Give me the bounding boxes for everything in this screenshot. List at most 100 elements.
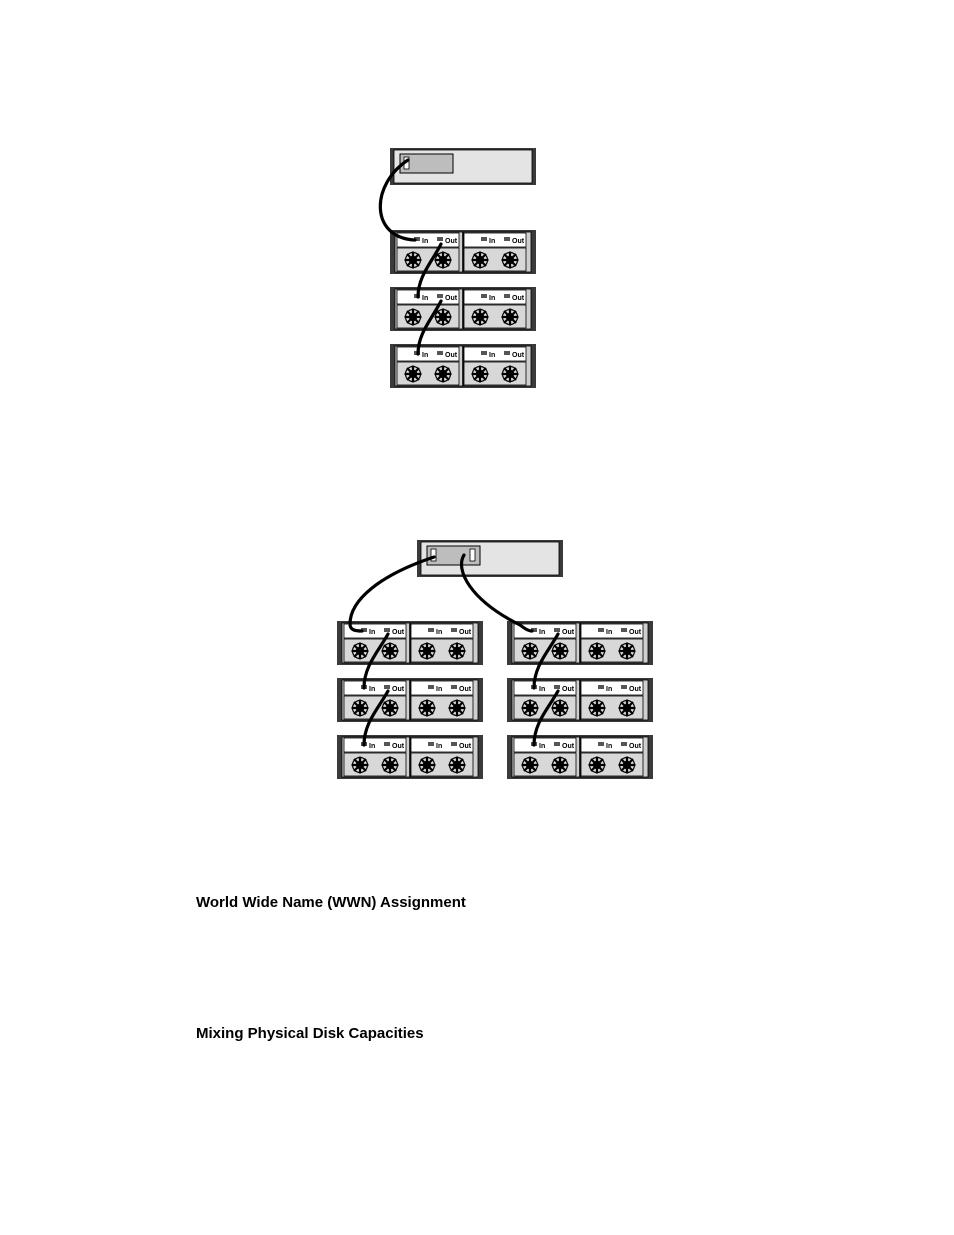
sas-cable: [348, 555, 436, 633]
out-port-label: Out: [562, 743, 575, 750]
sas-cable: [459, 553, 534, 633]
sas-cable: [378, 158, 417, 242]
emm-module: In Out: [580, 623, 644, 663]
sas-cable: [532, 632, 560, 690]
out-port-label: Out: [512, 238, 525, 245]
in-port-label: In: [539, 743, 545, 750]
in-port: [481, 351, 487, 355]
in-port-label: In: [422, 352, 428, 359]
in-port-label: In: [489, 352, 495, 359]
emm-module: In Out: [410, 680, 474, 720]
controller-chassis: [390, 148, 536, 185]
out-port: [554, 685, 560, 689]
raid-controller: [390, 148, 536, 185]
in-port-label: In: [606, 629, 612, 636]
sas-cable: [362, 689, 390, 747]
out-port-label: Out: [392, 743, 405, 750]
out-port-label: Out: [392, 686, 405, 693]
mixing-disk-capacities-heading: Mixing Physical Disk Capacities: [196, 1025, 424, 1042]
in-port-label: In: [422, 295, 428, 302]
in-port: [428, 742, 434, 746]
out-port: [504, 294, 510, 298]
sas-cable: [416, 242, 443, 299]
in-port-label: In: [369, 686, 375, 693]
in-port: [598, 628, 604, 632]
out-port-label: Out: [459, 629, 472, 636]
out-port-label: Out: [459, 686, 472, 693]
emm-module: In Out: [463, 346, 527, 386]
out-port: [384, 685, 390, 689]
out-port-label: Out: [512, 352, 525, 359]
out-port: [554, 742, 560, 746]
emm-module: In Out: [463, 289, 527, 329]
emm-module: In Out: [396, 346, 460, 386]
sas-cable-chain: [378, 158, 443, 356]
emm-module: In Out: [410, 737, 474, 777]
out-port: [621, 742, 627, 746]
out-port: [504, 351, 510, 355]
in-port: [414, 237, 420, 241]
emm-module: In Out: [513, 737, 577, 777]
out-port-label: Out: [562, 686, 575, 693]
in-port-label: In: [422, 238, 428, 245]
out-port: [437, 237, 443, 241]
out-port-label: Out: [445, 352, 458, 359]
out-port: [451, 628, 457, 632]
out-port: [437, 294, 443, 298]
out-port-label: Out: [512, 295, 525, 302]
storage-enclosure: In Out In Out: [390, 230, 536, 274]
in-port-label: In: [436, 743, 442, 750]
sas-cable: [532, 689, 560, 747]
emm-module: In Out: [580, 737, 644, 777]
controller-card: [399, 153, 454, 174]
storage-enclosure: In Out In Out: [337, 678, 483, 722]
out-port-label: Out: [445, 238, 458, 245]
out-port: [384, 628, 390, 632]
in-port-label: In: [369, 629, 375, 636]
in-port-label: In: [606, 743, 612, 750]
out-port-label: Out: [629, 743, 642, 750]
in-port: [361, 628, 367, 632]
in-port: [531, 628, 537, 632]
in-port: [598, 685, 604, 689]
storage-enclosure: In Out In Out: [337, 621, 483, 665]
storage-enclosure: In Out In Out: [390, 287, 536, 331]
in-port-label: In: [489, 295, 495, 302]
out-port: [384, 742, 390, 746]
out-port: [437, 351, 443, 355]
sas-cable: [416, 299, 443, 356]
in-port-label: In: [436, 629, 442, 636]
in-port-label: In: [489, 238, 495, 245]
storage-enclosure: In Out In Out: [507, 735, 653, 779]
out-port: [621, 628, 627, 632]
out-port-label: Out: [392, 629, 405, 636]
emm-module: In Out: [343, 623, 407, 663]
out-port-label: Out: [629, 686, 642, 693]
emm-module: In Out: [396, 289, 460, 329]
in-port: [428, 628, 434, 632]
controller-card: [426, 545, 481, 566]
port-b: [469, 548, 476, 562]
out-port-label: Out: [629, 629, 642, 636]
in-port-label: In: [436, 686, 442, 693]
in-port: [428, 685, 434, 689]
emm-module: In Out: [396, 232, 460, 272]
emm-module: In Out: [463, 232, 527, 272]
out-port: [451, 685, 457, 689]
out-port-label: Out: [445, 295, 458, 302]
wwn-assignment-heading: World Wide Name (WWN) Assignment: [196, 894, 466, 911]
out-port-label: Out: [459, 743, 472, 750]
out-port: [451, 742, 457, 746]
controller-chassis: [417, 540, 563, 577]
in-port: [481, 237, 487, 241]
sas-cable: [362, 632, 390, 690]
